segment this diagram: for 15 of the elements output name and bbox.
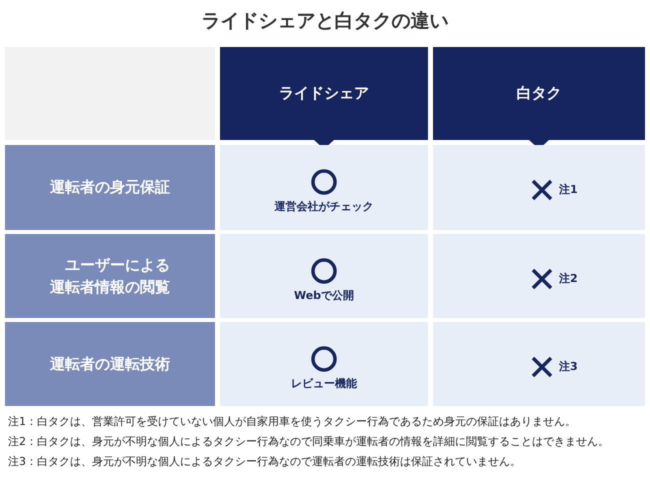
title: ライドシェアと白タクの違い bbox=[200, 9, 450, 34]
header-text: 白タク bbox=[516, 84, 562, 103]
note-marker: 注3 bbox=[559, 359, 578, 374]
footnote: 注2：白タクは、身元が不明な個人によるタクシー行為なので同乗車が運転者の情報を詳細に閲覧することはできません。 bbox=[8, 434, 609, 449]
row-header-text: 運転者の運転技術 bbox=[50, 354, 170, 375]
cell-note: レビュー機能 bbox=[290, 376, 358, 391]
note-marker: 注1 bbox=[559, 182, 578, 197]
row-header-text: 運転者の身元保証 bbox=[50, 177, 170, 198]
footnote: 注3：白タクは、身元が不明な個人によるタクシー行為なので運転者の運転技術は保証されていません。 bbox=[8, 454, 521, 469]
cell-note: 運営会社がチェック bbox=[274, 199, 374, 214]
row-header-text: ユーザーによる運転者情報の閲覧 bbox=[50, 254, 170, 298]
footnote: 注1：白タクは、営業許可を受けていない個人が自家用車を使うタクシー行為であるため身元の保証はありません。 bbox=[8, 414, 576, 429]
header-text: ライドシェア bbox=[279, 84, 369, 103]
note-marker: 注2 bbox=[559, 271, 578, 286]
cell-note: Webで公開 bbox=[292, 288, 356, 303]
